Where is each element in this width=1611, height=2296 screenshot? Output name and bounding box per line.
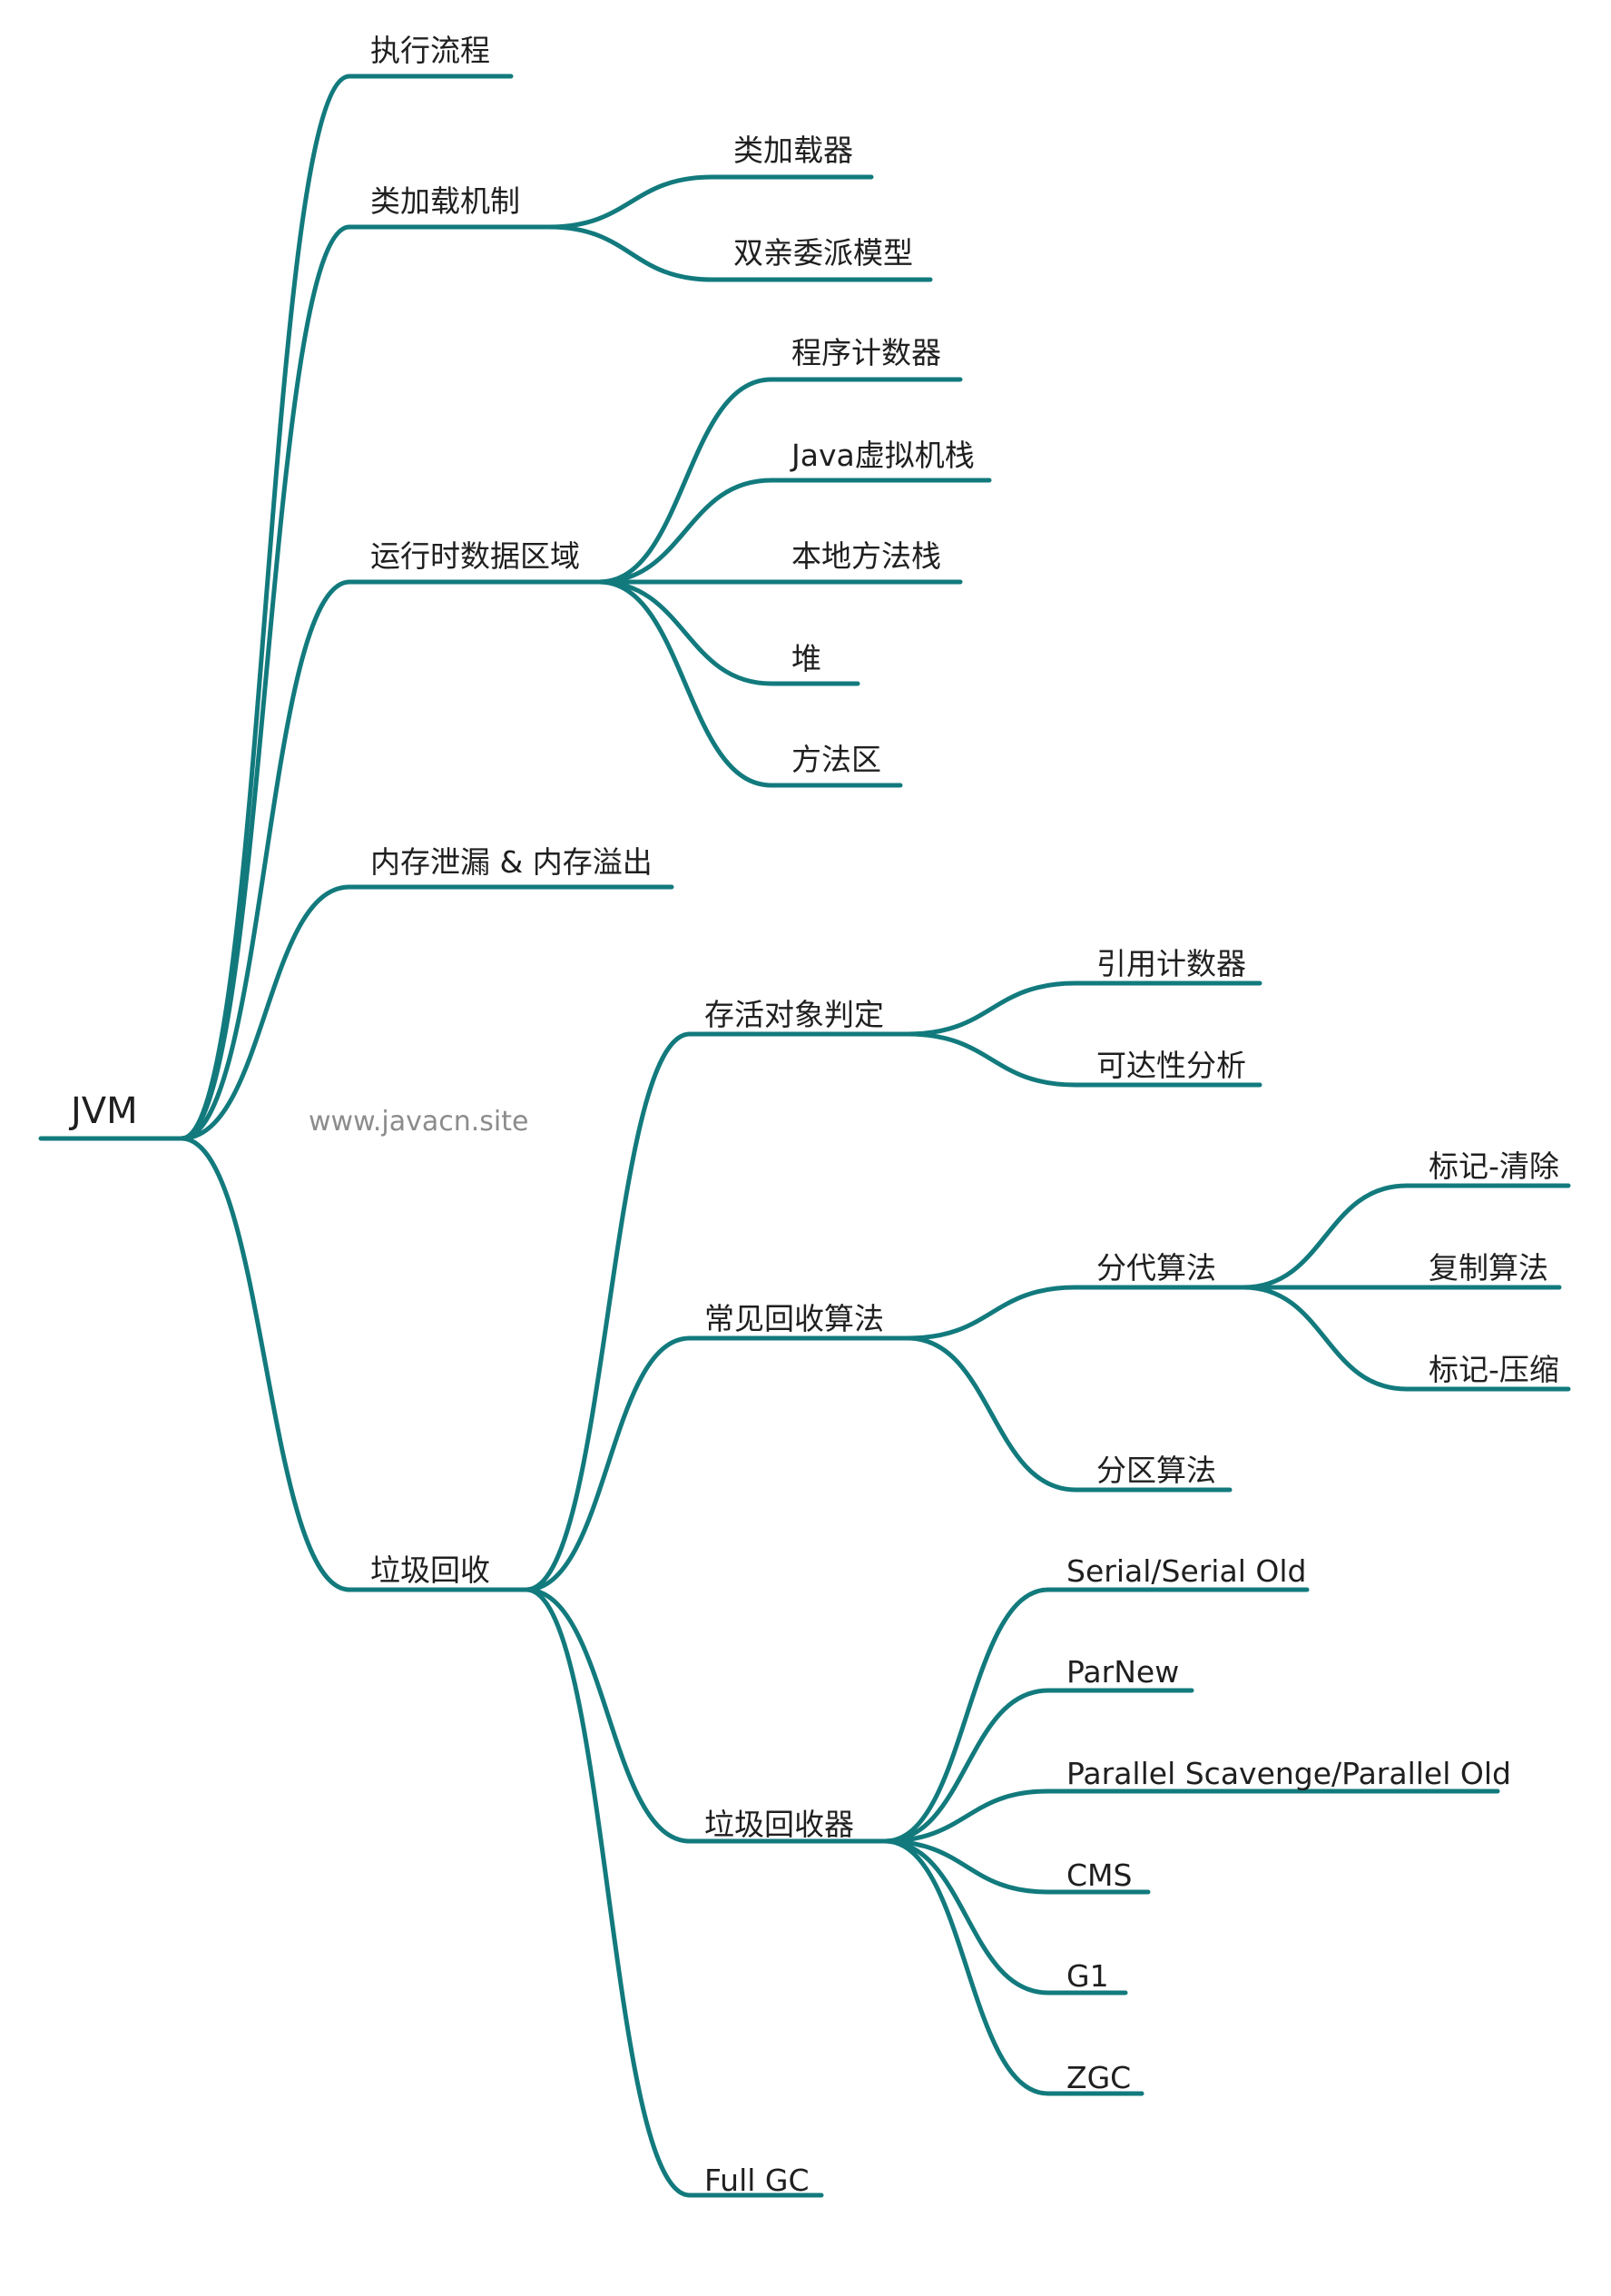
connector-gc-to-coll (524, 1587, 693, 1844)
node-method-area[interactable]: 方法区 (791, 742, 881, 777)
node-full-gc[interactable]: Full GC (704, 2163, 810, 2198)
connector-coll-to-parallel (882, 1789, 1051, 1844)
connector-coll-to-cms (882, 1838, 1051, 1895)
node-zgc[interactable]: ZGC (1066, 2060, 1131, 2095)
connector-coll-to-parnew (882, 1688, 1051, 1844)
node-class-loading[interactable]: 类加载机制 (370, 183, 520, 219)
watermark: www.javacn.site (309, 1106, 528, 1138)
connector-alive-to-refc (905, 980, 1078, 1037)
node-alive-judge[interactable]: 存活对象判定 (704, 997, 884, 1032)
node-leak-overflow[interactable]: 内存泄漏 & 内存溢出 (370, 844, 653, 880)
node-reachability[interactable]: 可达性分析 (1096, 1048, 1246, 1083)
node-parallel[interactable]: Parallel Scavenge/Parallel Old (1066, 1756, 1511, 1791)
node-heap[interactable]: 堆 (791, 641, 821, 676)
node-exec-flow[interactable]: 执行流程 (370, 33, 490, 68)
node-jvm-stack[interactable]: Java虚拟机栈 (790, 438, 975, 473)
node-native-stack[interactable]: 本地方法栈 (791, 538, 941, 574)
connector-algs-to-region (905, 1335, 1078, 1493)
node-region[interactable]: 分区算法 (1096, 1453, 1216, 1488)
connector-coll-to-zgc (882, 1838, 1051, 2096)
node-gc[interactable]: 垃圾回收 (370, 1552, 490, 1588)
node-generational[interactable]: 分代算法 (1096, 1250, 1216, 1286)
node-underlines (38, 74, 1571, 2198)
connector-runtime-to-heap (596, 579, 774, 686)
connector-runtime-to-jstack (596, 478, 774, 585)
node-runtime-areas[interactable]: 运行时数据区域 (370, 538, 580, 574)
node-pc-register[interactable]: 程序计数器 (791, 335, 941, 370)
node-parnew[interactable]: ParNew (1066, 1654, 1179, 1690)
connector-root-to-leak (179, 884, 352, 1141)
connector-gc-to-algs (524, 1335, 693, 1592)
connector-root-to-classLoad (179, 224, 352, 1141)
connector-root-to-runtime (179, 579, 352, 1141)
node-ref-count[interactable]: 引用计数器 (1096, 946, 1246, 981)
node-copying[interactable]: 复制算法 (1429, 1250, 1548, 1286)
connector-gen-to-mcomp (1241, 1285, 1410, 1392)
connector-alive-to-reach (905, 1031, 1078, 1088)
node-class-loader[interactable]: 类加载器 (733, 133, 853, 168)
root-node-jvm[interactable]: JVM (68, 1090, 138, 1132)
node-labels: JVM www.javacn.site 执行流程 类加载机制 类加载器 双亲委派… (68, 33, 1559, 2198)
node-mark-compact[interactable]: 标记-压缩 (1429, 1352, 1559, 1387)
mind-map-connectors (179, 74, 1410, 2198)
connector-gc-to-fullgc (524, 1587, 693, 2198)
connector-classLoad-to-loader (546, 174, 715, 230)
connector-coll-to-serial (882, 1587, 1051, 1844)
node-gc-algorithms[interactable]: 常见回收算法 (704, 1301, 884, 1336)
node-mark-sweep[interactable]: 标记-清除 (1429, 1148, 1559, 1184)
connector-classLoad-to-parent (546, 224, 715, 282)
connector-runtime-to-pc (596, 377, 774, 585)
connector-coll-to-g1 (882, 1838, 1051, 1995)
connector-runtime-to-marea (596, 579, 774, 788)
connector-root-to-gc (179, 1136, 352, 1592)
node-g1[interactable]: G1 (1066, 1958, 1109, 1994)
connector-gc-to-alive (524, 1031, 693, 1592)
node-cms[interactable]: CMS (1066, 1857, 1132, 1893)
node-serial[interactable]: Serial/Serial Old (1066, 1553, 1306, 1589)
node-parent-delegation[interactable]: 双亲委派模型 (733, 235, 913, 271)
connector-algs-to-gen (905, 1285, 1078, 1341)
node-collectors[interactable]: 垃圾回收器 (704, 1807, 854, 1842)
connector-gen-to-msweep (1241, 1183, 1410, 1290)
connector-root-to-exec (179, 74, 352, 1141)
